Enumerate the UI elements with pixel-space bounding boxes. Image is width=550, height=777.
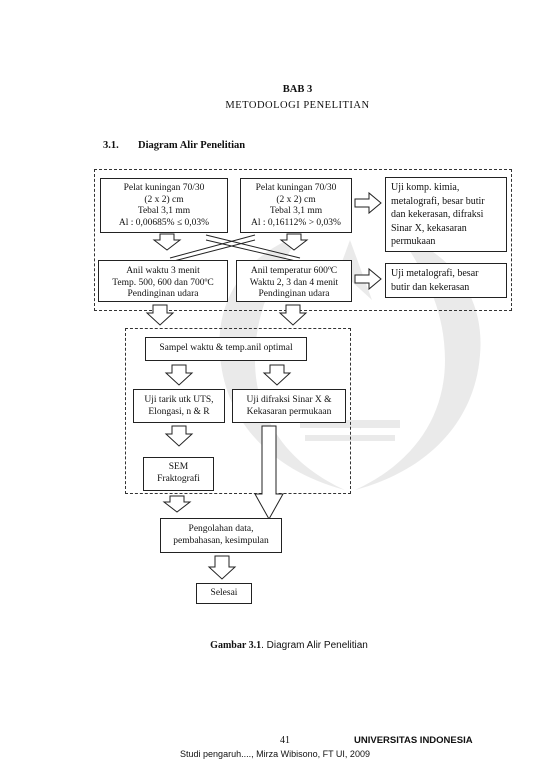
box-tensile-test: Uji tarik utk UTS, Elongasi, n & R <box>133 389 225 423</box>
box-anneal-time: Anil waktu 3 menit Temp. 500, 600 dan 70… <box>98 260 228 302</box>
box-line: pembahasan, kesimpulan <box>173 535 269 546</box>
box-line: butir dan kekerasan <box>391 281 470 293</box>
box-line: Pelat kuningan 70/30 <box>255 183 337 193</box>
box-line: Al : 0,00685% ≤ 0,03% <box>118 217 210 228</box>
footer-university: UNIVERSITAS INDONESIA <box>354 735 473 746</box>
box-data-processing: Pengolahan data, pembahasan, kesimpulan <box>160 518 282 553</box>
figure-caption: Gambar 3.1. Diagram Alir Penelitian <box>0 640 550 651</box>
box-line: Pendinginan udara <box>258 289 330 299</box>
box-sem-fractography: SEM Fraktografi <box>143 457 214 491</box>
box-line: Temp. 500, 600 dan 700ºC <box>112 277 214 288</box>
box-line: Uji komp. kimia, <box>391 182 460 193</box>
box-line: Kekasaran permukaan <box>246 406 332 417</box>
box-line: Fraktografi <box>157 473 200 484</box>
box-metallography-tests: Uji metalografi, besar butir dan kekeras… <box>385 263 507 298</box>
box-line: Al : 0,16112% > 0,03% <box>251 217 341 228</box>
section-number: 3.1. <box>103 140 119 151</box>
section-title: Diagram Alir Penelitian <box>138 140 246 151</box>
box-initial-tests: Uji komp. kimia, metalografi, besar buti… <box>385 177 507 252</box>
box-line: Uji difraksi Sinar X & <box>246 395 332 405</box>
box-line: metalografi, besar butir <box>391 195 485 207</box>
box-anneal-temperature: Anil temperatur 600ºC Waktu 2, 3 dan 4 m… <box>236 260 352 302</box>
box-line: Uji tarik utk UTS, <box>144 395 214 405</box>
box-line: Sinar X, kekasaran <box>391 222 467 234</box>
figure-caption-text: . Diagram Alir Penelitian <box>261 640 368 651</box>
box-line: Waktu 2, 3 dan 4 menit <box>249 277 339 288</box>
figure-caption-label: Gambar 3.1 <box>210 640 262 651</box>
box-line: permukaan <box>391 236 436 247</box>
box-finish: Selesai <box>196 583 252 604</box>
box-line: Tebal 3,1 mm <box>137 206 191 216</box>
box-line: Elongasi, n & R <box>148 406 210 417</box>
box-line: Pelat kuningan 70/30 <box>123 183 205 193</box>
box-line: (2 x 2) cm <box>276 194 316 205</box>
box-line: Anil waktu 3 menit <box>126 266 200 276</box>
box-line: Sampel waktu & temp.anil optimal <box>159 343 293 353</box>
box-brass-plate-a: Pelat kuningan 70/30 (2 x 2) cm Tebal 3,… <box>100 178 228 233</box>
footer-citation: Studi pengaruh...., Mirza Wibisono, FT U… <box>180 749 370 759</box>
dashed-group-top <box>94 169 512 311</box>
box-line: Anil temperatur 600ºC <box>250 266 338 276</box>
box-line: Uji metalografi, besar <box>391 268 479 279</box>
box-optimal-sample: Sampel waktu & temp.anil optimal <box>145 337 307 361</box>
dashed-group-middle <box>125 328 351 494</box>
chapter-label: BAB 3 <box>282 84 313 95</box>
box-line: Tebal 3,1 mm <box>269 206 323 216</box>
box-brass-plate-b: Pelat kuningan 70/30 (2 x 2) cm Tebal 3,… <box>240 178 352 233</box>
box-line: SEM <box>168 462 189 472</box>
chapter-title: METODOLOGI PENELITIAN <box>225 100 370 111</box>
box-line: dan kekerasan, difraksi <box>391 209 484 220</box>
page-number: 41 <box>280 735 290 746</box>
box-xray-diffraction: Uji difraksi Sinar X & Kekasaran permuka… <box>232 389 346 423</box>
box-line: Pengolahan data, <box>188 524 254 534</box>
box-line: Selesai <box>210 588 238 598</box>
box-line: (2 x 2) cm <box>144 194 184 205</box>
box-line: Pendinginan udara <box>127 289 199 299</box>
